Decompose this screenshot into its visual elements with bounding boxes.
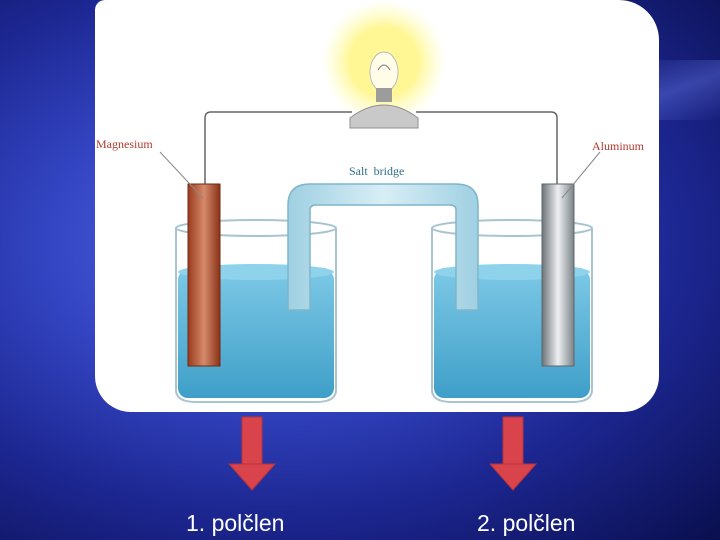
half-cell-1-caption: 1. polčlen bbox=[186, 510, 285, 536]
salt-bridge-tube bbox=[287, 183, 479, 311]
magnesium-electrode bbox=[187, 183, 221, 367]
glass-left bbox=[175, 228, 337, 403]
wire-left bbox=[204, 111, 352, 185]
wire-right bbox=[416, 111, 558, 185]
arrow-right-icon bbox=[488, 416, 538, 491]
salt-bridge-label: Salt bridge bbox=[349, 164, 404, 178]
aluminum-pointer bbox=[561, 151, 601, 199]
half-cell-2-caption: 2. polčlen bbox=[477, 510, 576, 536]
glass-left-rim bbox=[175, 219, 337, 237]
arrow-left-icon bbox=[227, 416, 277, 491]
bulb-socket bbox=[349, 104, 419, 129]
bulb-glass bbox=[369, 51, 399, 93]
aluminum-label: Aluminum bbox=[592, 139, 645, 153]
glass-right-rim bbox=[431, 219, 593, 237]
salt-bridge bbox=[287, 183, 479, 311]
light-bulb bbox=[322, 0, 446, 129]
magnesium-label: Magnesium bbox=[96, 137, 153, 151]
bulb-filament bbox=[377, 64, 391, 71]
glass-right bbox=[431, 228, 593, 403]
external-wire bbox=[204, 111, 558, 185]
bulb-screw-base bbox=[376, 88, 392, 102]
magnesium-pointer bbox=[159, 151, 204, 199]
aluminum-electrode bbox=[541, 183, 575, 367]
